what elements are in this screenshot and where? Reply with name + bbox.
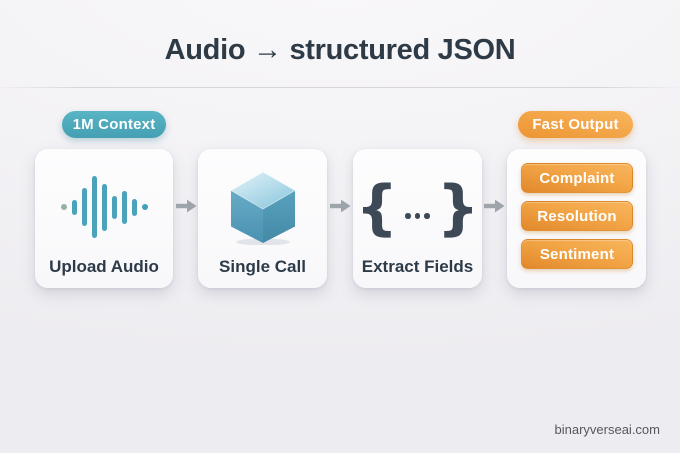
output-chip-list: Complaint Resolution Sentiment [521, 163, 633, 269]
output-chip-complaint: Complaint [521, 163, 633, 193]
output-badge-label: Fast Output [532, 116, 619, 133]
waveform-bar [111, 195, 117, 219]
output-chip-sentiment: Sentiment [521, 239, 633, 269]
brace-right: } [436, 173, 480, 243]
card-extract-fields: { } Extract Fields [353, 149, 482, 288]
card-output-fields: Complaint Resolution Sentiment [507, 149, 646, 288]
waveform-dot [60, 204, 67, 210]
waveform-dot [141, 204, 148, 210]
audio-waveform-icon [35, 164, 173, 250]
ellipsis-dots [405, 213, 430, 219]
watermark-text: binaryverseai.com [554, 422, 661, 437]
page-title: Audio → structured JSON [164, 34, 516, 66]
cube-icon [229, 171, 296, 250]
extract-fields-label: Extract Fields [361, 257, 474, 276]
waveform-bar [131, 198, 137, 216]
waveform-bar [101, 183, 107, 231]
json-braces-icon: { } [353, 169, 482, 247]
card-upload-audio: Upload Audio [35, 149, 173, 288]
waveform-bar [71, 199, 77, 215]
waveform-bar [81, 188, 87, 226]
single-call-label: Single Call [219, 257, 306, 276]
waveform-bar [121, 190, 127, 224]
arrow-right-icon [330, 199, 351, 213]
arrow-right-icon [176, 199, 197, 213]
title-divider [0, 87, 680, 88]
context-badge-label: 1M Context [72, 116, 156, 133]
waveform-bar [91, 176, 97, 238]
context-badge: 1M Context [62, 111, 166, 138]
upload-audio-label: Upload Audio [49, 257, 159, 276]
output-badge: Fast Output [518, 111, 633, 138]
arrow-right-icon [484, 199, 505, 213]
output-chip-resolution: Resolution [521, 201, 633, 231]
card-single-call: Single Call [198, 149, 327, 288]
brace-left: { [355, 173, 399, 243]
